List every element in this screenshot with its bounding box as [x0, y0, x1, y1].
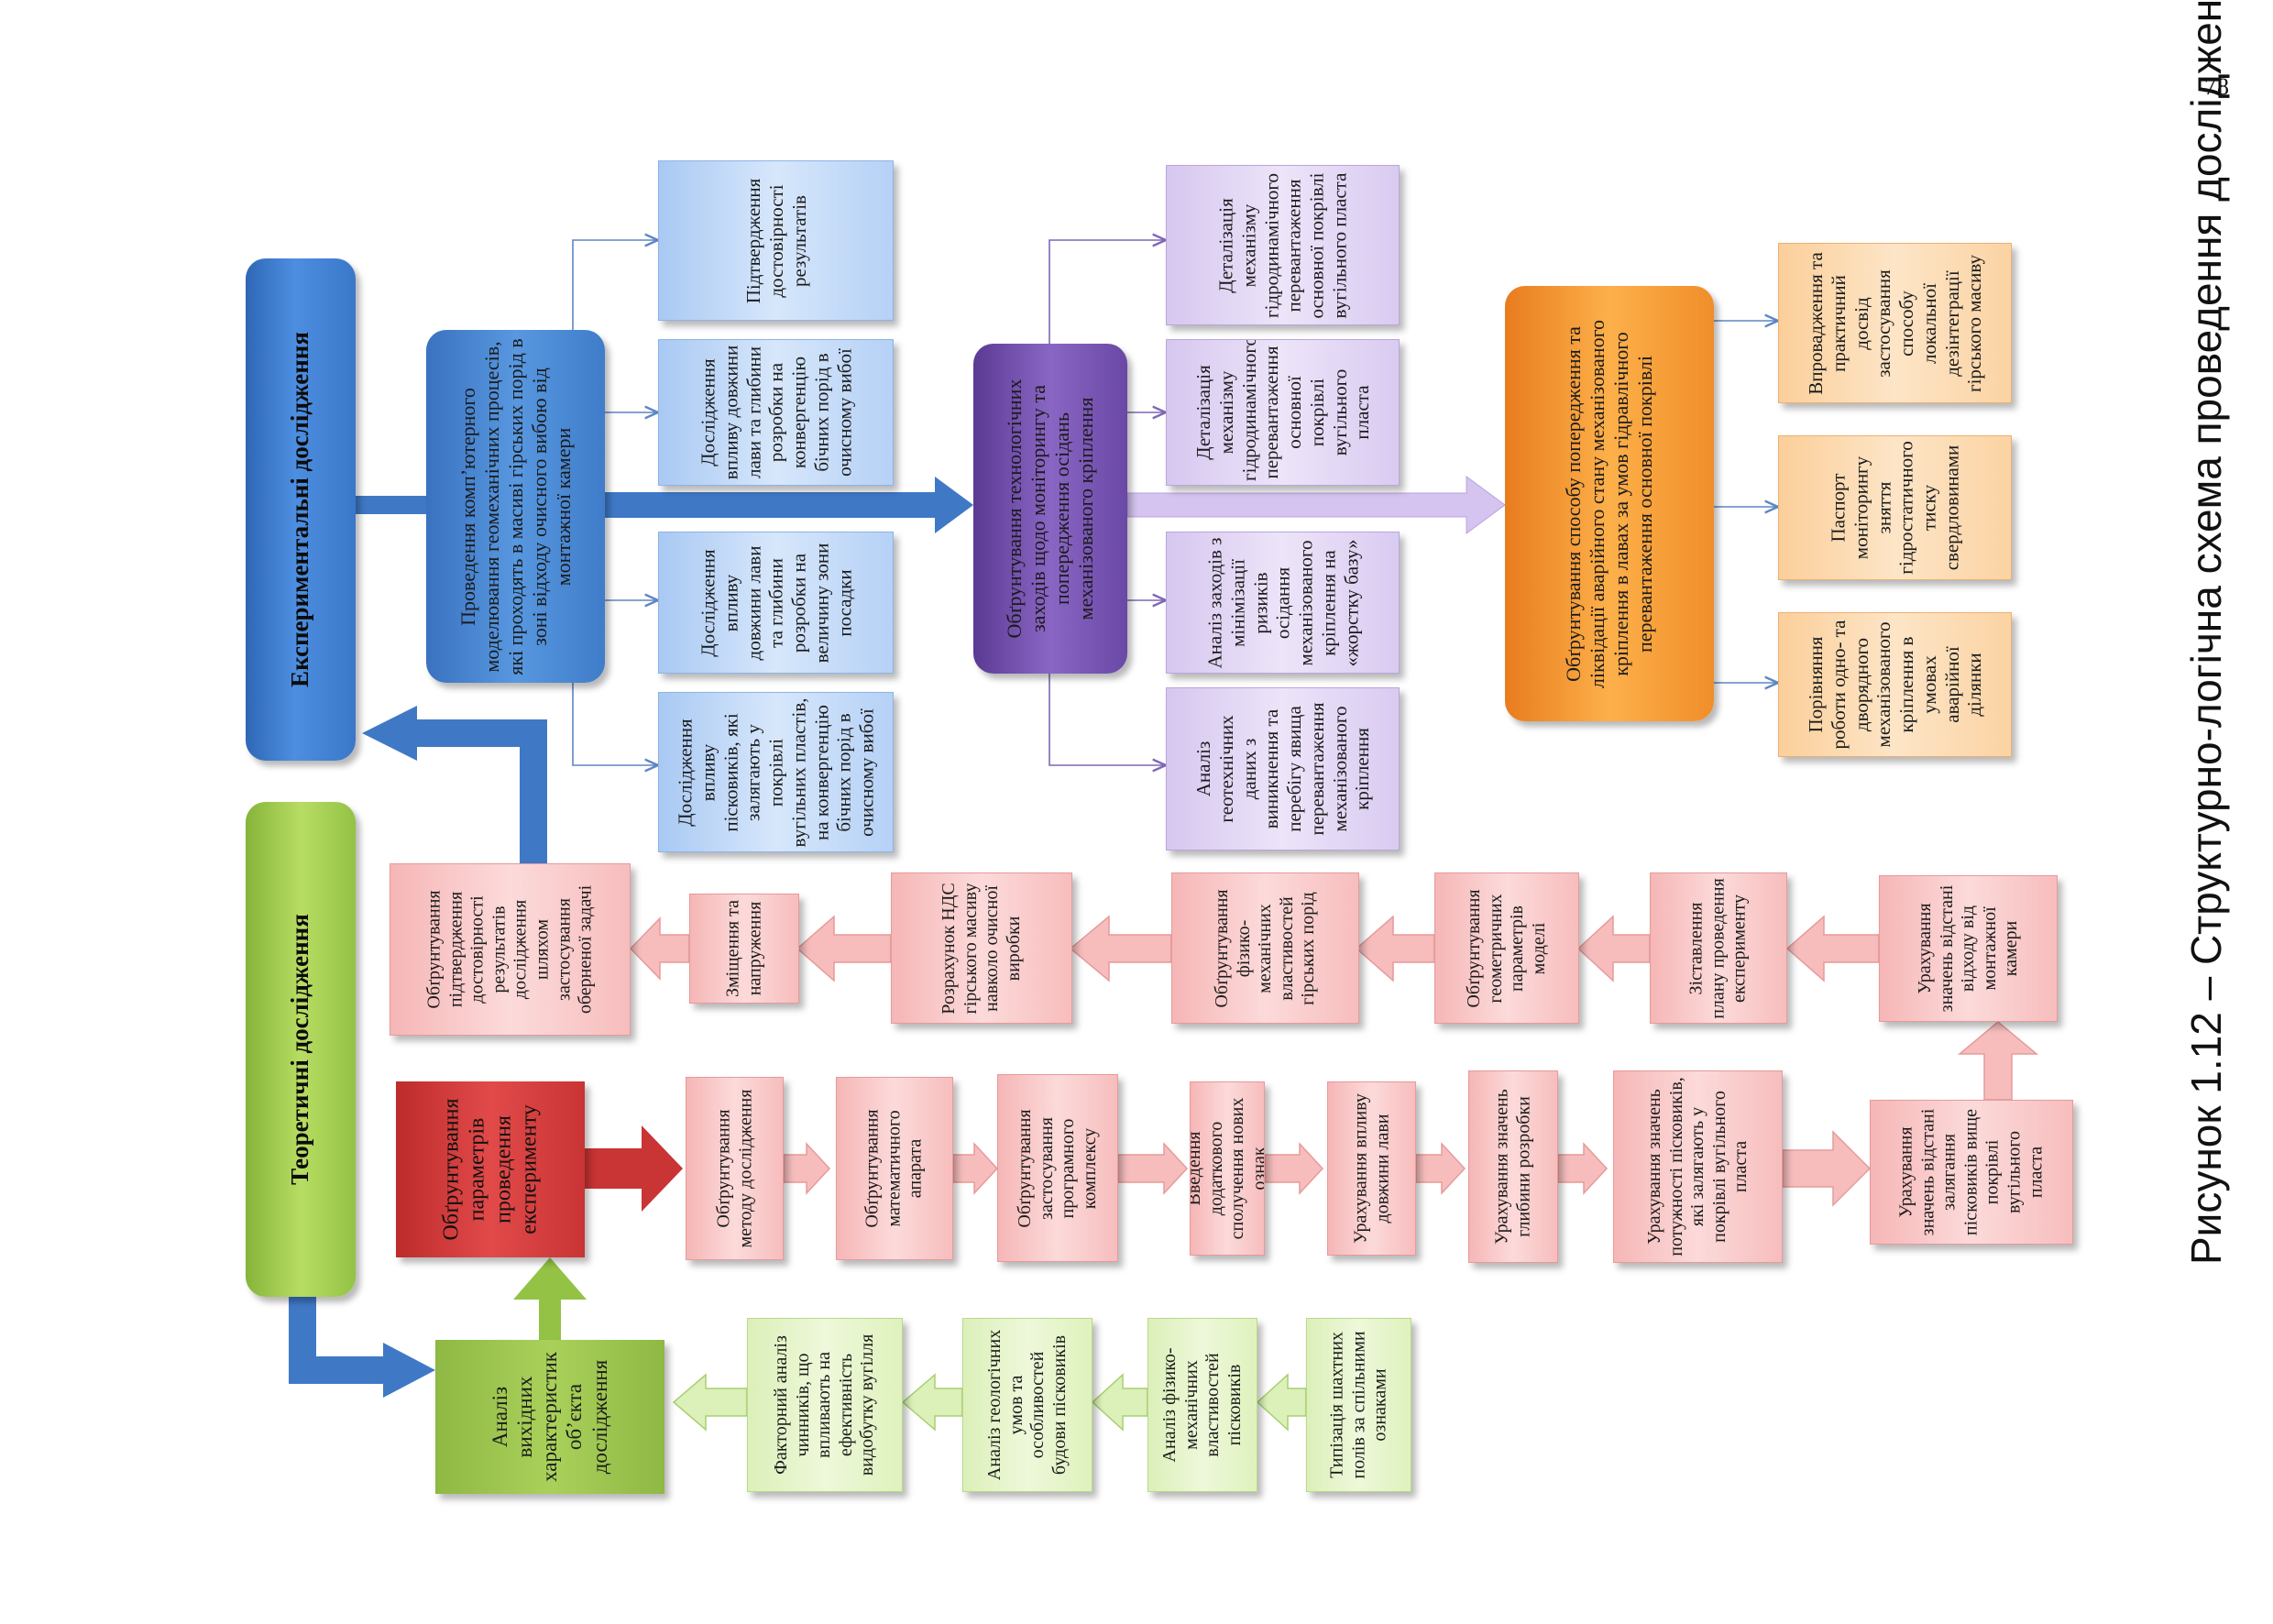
middle-box-1: Обґрунтування методу дослідження [686, 1077, 784, 1260]
thin-connectors-justification [1049, 240, 1166, 765]
experimental-header-label: Експериментальні дослідження [286, 332, 314, 687]
elbow-theory-to-experimental [412, 719, 547, 863]
elbow-theoretical-to-analysis [289, 1297, 385, 1384]
middle-box-2: Обґрунтування математичного апарата [836, 1077, 953, 1260]
theoretical-header-label: Теоретичні дослідження [286, 914, 314, 1185]
detail-box-1: Деталізація механізму гідродинамічного п… [1166, 165, 1400, 325]
arrow-exp-header-to-modeling [356, 496, 429, 514]
result-box-1: Підтвердження достовірності результатів [658, 160, 894, 321]
modeling-box: Проведення комп’ютерного моделювання гео… [426, 330, 605, 683]
thin-connectors-method [1714, 321, 1778, 683]
analysis-box: Аналіз вихідних характеристик об’єкта до… [435, 1340, 664, 1494]
arrow-justification-to-method [1126, 476, 1506, 534]
outcome-box-2: Паспорт моніторингу зняття гідростатично… [1778, 435, 2012, 580]
middle-box-6: Урахування значень глибини розробки [1468, 1070, 1558, 1263]
lower-box-2: Аналіз геологічних умов та особливостей … [962, 1318, 1093, 1492]
middle-box-3: Обґрунтування застосування програмного к… [997, 1074, 1118, 1262]
upper-box-6: Зіставлення плану проведення експеримент… [1650, 872, 1787, 1024]
detail-box-4: Аналіз геотехнічних даних з виникнення т… [1166, 687, 1400, 850]
justification-label: Обґрунтування технологічних заходів щодо… [1003, 379, 1097, 639]
elbow-head-theory-to-experimental [362, 706, 417, 761]
result-box-4: Дослідження впливу пісковиків, які заляг… [658, 692, 894, 852]
upper-box-4: Обґрунтування фізико-механічних властиво… [1171, 872, 1359, 1024]
page-number: 78 [2204, 73, 2230, 100]
detail-box-3: Аналіз заходів з мінімізації ризиків осі… [1166, 532, 1400, 674]
elbow-head-theoretical-to-analysis [383, 1343, 435, 1398]
upper-box-2: Зміщення та напруження [689, 894, 799, 1004]
upper-row-arrows [629, 915, 1880, 982]
middle-row-arrows [783, 1130, 1872, 1207]
middle-box-4: Введення додаткового сполучення нових оз… [1190, 1081, 1265, 1256]
parameters-box: Обґрунтування параметрів проведення експ… [396, 1081, 585, 1257]
middle-box-5: Урахування впливу довжини лави [1327, 1081, 1416, 1256]
outcome-box-1: Впровадження та практичний досвід застос… [1778, 243, 2012, 403]
experimental-header: Експериментальні дослідження [246, 258, 356, 761]
upper-box-5: Обґрунтування геометричних параметрів мо… [1434, 872, 1579, 1024]
lower-row-arrows [672, 1373, 1307, 1432]
detail-box-2: Деталізація механізму гідродинамічного п… [1166, 339, 1400, 486]
arrow-middle-to-upper [1957, 1021, 2039, 1101]
middle-box-8: Урахування значень відстані залягання пі… [1870, 1100, 2073, 1245]
arrow-modeling-to-justification [605, 477, 973, 533]
method-label: Обґрунтування способу попередження та лі… [1562, 319, 1656, 688]
method-box: Обґрунтування способу попередження та лі… [1505, 286, 1714, 721]
middle-box-7: Урахування значень потужності пісковиків… [1613, 1070, 1783, 1263]
result-box-2: Дослідження впливу довжини лави та глиби… [658, 339, 894, 486]
theoretical-header: Теоретичні дослідження [246, 802, 356, 1297]
analysis-label: Аналіз вихідних характеристик об’єкта до… [489, 1352, 611, 1482]
parameters-label: Обґрунтування параметрів проведення експ… [439, 1098, 542, 1241]
upper-box-3: Розрахунок НДС гірського масиву навколо … [891, 872, 1072, 1024]
result-box-3: Дослідження впливу довжини лави та глиби… [658, 532, 894, 674]
justification-box: Обґрунтування технологічних заходів щодо… [973, 344, 1127, 674]
arrow-parameters-to-method [585, 1125, 683, 1212]
arrow-analysis-to-parameters [513, 1257, 587, 1340]
upper-box-1: Обґрунтування підтвердження достовірност… [390, 863, 631, 1036]
lower-box-1: Факторний аналіз чинників, що впливають … [747, 1318, 903, 1492]
figure-caption: Рисунок 1.12 – Структурно-логічна схема … [2182, 0, 2230, 1265]
upper-box-7: Урахування значень відстані відходу від … [1879, 875, 2058, 1022]
lower-box-3: Аналіз фізико-механічних властивостей пі… [1147, 1318, 1257, 1492]
modeling-label: Проведення комп’ютерного моделювання гео… [456, 337, 575, 675]
thin-connectors-modeling [572, 240, 658, 765]
outcome-box-3: Порівняння роботи одно- та дворядного ме… [1778, 612, 2012, 757]
lower-box-4: Типізація шахтних полів за спільними озн… [1306, 1318, 1411, 1492]
